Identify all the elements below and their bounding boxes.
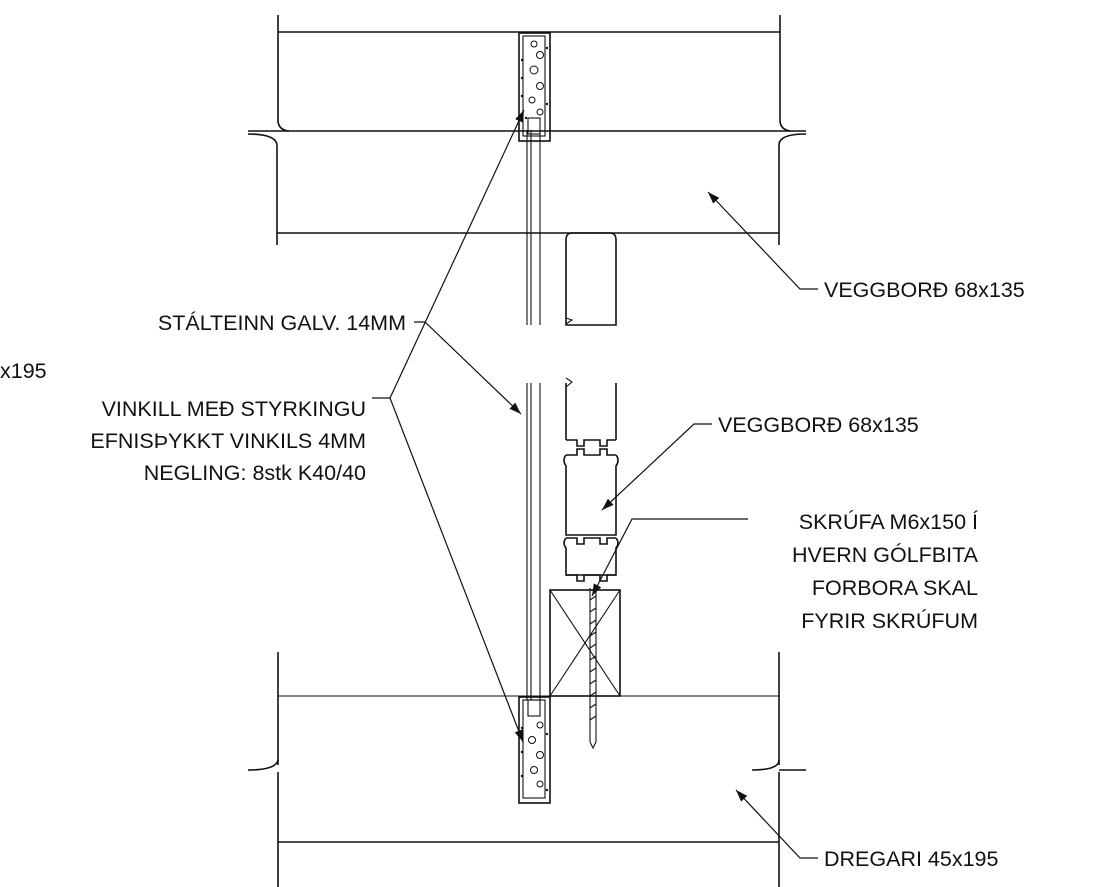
label-skrufa-line1: SKRÚFA M6x150 Í bbox=[799, 509, 978, 534]
label-dregari: DREGARI 45x195 bbox=[824, 847, 999, 871]
label-skrufa-line3: FORBORA SKAL bbox=[812, 576, 978, 600]
label-skrufa-line2: HVERN GÓLFBITA bbox=[792, 542, 979, 567]
label-stalteinn: STÁLTEINN GALV. 14MM bbox=[158, 310, 406, 335]
middle-wall-log-stack bbox=[563, 377, 619, 582]
lower-beam bbox=[247, 652, 806, 887]
steel-rod bbox=[526, 130, 541, 700]
lower-steel-bracket bbox=[518, 696, 551, 804]
label-vinkill-line1: VINKILL MEÐ STYRKINGU bbox=[102, 397, 366, 421]
upper-log-stub bbox=[565, 232, 617, 326]
leader-lines bbox=[372, 109, 818, 859]
label-vinkill-line2: EFNISÞYKKT VINKILS 4MM bbox=[90, 429, 366, 453]
screw bbox=[589, 588, 597, 750]
second-wall-log bbox=[247, 133, 807, 245]
upper-steel-bracket bbox=[518, 32, 551, 142]
label-skrufa-line4: FYRIR SKRÚFUM bbox=[801, 608, 978, 633]
label-veggbord-upper: VEGGBORÐ 68x135 bbox=[824, 278, 1025, 302]
floor-joist-section bbox=[549, 589, 621, 697]
label-vinkill-line3: NEGLING: 8stk K40/40 bbox=[144, 461, 366, 485]
label-cut-left: x195 bbox=[0, 359, 47, 383]
label-veggbord-middle: VEGGBORÐ 68x135 bbox=[718, 413, 919, 437]
